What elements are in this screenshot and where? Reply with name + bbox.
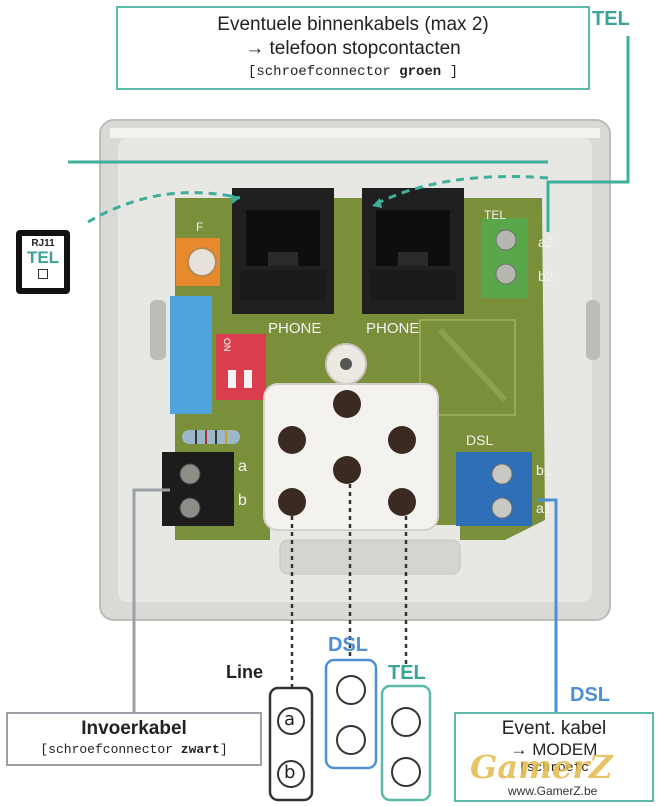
b1-label: b1 [536, 462, 552, 478]
line-b-circle-label: b [284, 762, 296, 783]
dsl-terminal-label: DSL [466, 432, 494, 448]
input-cable-sub: [schroefconnector zwart] [8, 742, 260, 757]
event-cable-line-1: Event. kabel [501, 718, 607, 739]
dip-switch-label: ON [222, 338, 232, 352]
gamerz-watermark-url: www.GamerZ.be [508, 784, 598, 798]
rj11-label: RJ11 [31, 238, 55, 249]
input-cable-callout: Invoerkabel [schroefconnector zwart] [6, 712, 262, 766]
phone-label-right: PHONE [366, 320, 420, 337]
line-label: Line [226, 662, 264, 682]
a1-label: a1 [536, 500, 552, 516]
tel-terminal-label: TEL [484, 208, 507, 222]
input-cable-title: Invoerkabel [81, 718, 187, 739]
a2-label: a2 [538, 234, 554, 250]
line-a-circle-label: a [284, 709, 296, 730]
dip-switch [216, 334, 266, 400]
rj11-tel-label: TEL [26, 248, 60, 267]
callout-line-1: Eventuele binnenkabels (max 2) [217, 14, 489, 35]
dsl-terminal-block [456, 452, 532, 526]
b-label: b [238, 492, 247, 509]
phone-jack-right [362, 188, 464, 314]
dsl-bottom-label: DSL [328, 634, 368, 656]
input-terminal-block [162, 452, 234, 526]
event-cable-line-3: [schroefc [518, 760, 590, 775]
tel-bottom-label: TEL [388, 662, 426, 684]
rj11-tel-icon: RJ11 TEL [16, 230, 70, 294]
b2-label: b2 [538, 268, 554, 284]
callout-line-3-bold: groen [399, 64, 442, 80]
tel-top-label: TEL [592, 8, 630, 30]
phone-jack-left [232, 188, 334, 314]
blue-capacitor [170, 296, 212, 414]
callout-line-3-prefix: [schroefconnector [247, 64, 400, 80]
a-label: a [238, 458, 247, 475]
input-cable-sub-bold: zwart [180, 742, 220, 757]
phone-label-left: PHONE [268, 320, 322, 337]
callout-line-3: [schroefconnector groen ] [118, 64, 588, 80]
dsl-right-label: DSL [570, 684, 610, 706]
callout-line-2: → telefoon stopcontacten [245, 38, 461, 59]
input-cable-sub-prefix: [schroefconnector [40, 742, 181, 757]
resistor [182, 430, 240, 444]
fuse-label: F [196, 220, 204, 234]
event-cable-line-2: → MODEM [510, 740, 598, 759]
internal-cables-callout: Eventuele binnenkabels (max 2) → telefoo… [116, 6, 590, 90]
gamerz-watermark-logo: GamerZ [470, 748, 613, 786]
callout-line-3-suffix: ] [441, 64, 459, 80]
input-cable-sub-suffix: ] [219, 742, 228, 757]
